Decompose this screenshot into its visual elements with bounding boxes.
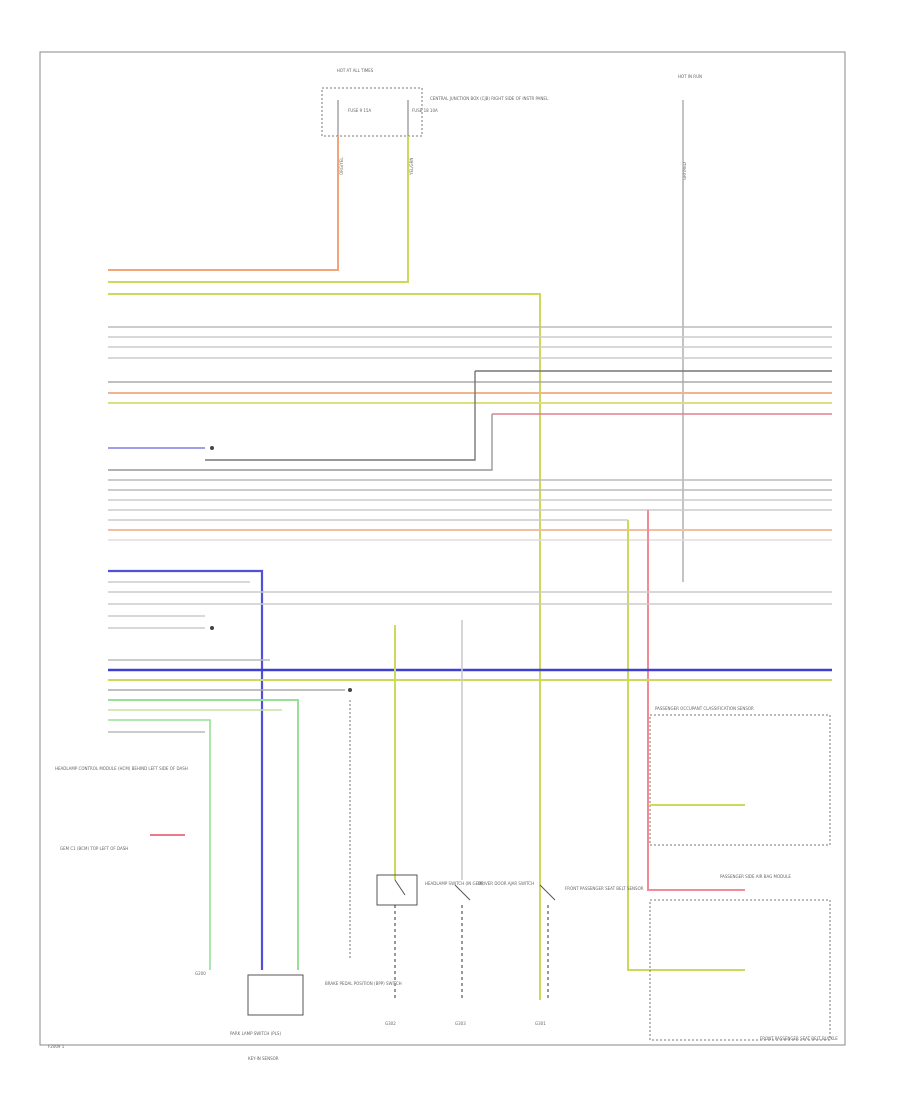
driver-door-sw-label: DRIVER DOOR AJAR SWITCH [478, 881, 534, 886]
hot-in-run-label: HOT IN RUN [678, 74, 702, 79]
side-module-label: PASSENGER SIDE AIR BAG MODULE [720, 874, 791, 879]
ground-b-label: G303 [455, 1021, 466, 1026]
gem-connector-label: GEM C1 (BCM) TOP LEFT OF DASH [60, 846, 128, 851]
connector-block-c [108, 569, 832, 970]
fuse-b-wire-label: YEL/GRN [409, 158, 414, 176]
ground-a-label: G302 [385, 1021, 396, 1026]
bottom-right-label: FRONT PASSENGER SEAT BELT BUCKLE [760, 1036, 838, 1041]
connector-block-b [108, 446, 832, 971]
connector-block-a [108, 326, 832, 471]
diagram-frame [39, 51, 846, 1046]
front-lamp-sensor-label: FRONT PASSENGER SEAT BELT SENSOR [565, 886, 644, 891]
hot-in-run-wire-label: GRY/RED [682, 162, 687, 180]
brake-sw-label: BRAKE PEDAL POSITION (BPP) SWITCH [325, 981, 402, 986]
connector-block-d [108, 659, 832, 970]
ground-d-label: G200 [195, 971, 206, 976]
key-in-sensor-label: KEY-IN SENSOR [248, 1056, 279, 1061]
page-id: F2009 1 [48, 1044, 65, 1049]
headlamp-sw-label: HEADLAMP SWITCH (IN GEM) [425, 881, 484, 886]
switch-symbols [247, 874, 556, 1016]
fuse-a-wire-label: ORG/YEL [339, 157, 344, 175]
fuse-b-label: FUSE 18 10A [412, 108, 438, 113]
centre-wires [349, 620, 463, 960]
fuse-a-label: FUSE 9 15A [348, 108, 371, 113]
hcm-label: HEADLAMP CONTROL MODULE (HCM) BEHIND LEF… [55, 766, 188, 771]
passenger-occupancy-label: PASSENGER OCCUPANT CLASSIFICATION SENSOR [655, 706, 754, 711]
fuse-block-header: HOT AT ALL TIMES [337, 68, 374, 73]
wire-group [108, 100, 684, 1000]
park-lamp-sw-label: PARK LAMP SWITCH (PLS) [230, 1031, 281, 1036]
ground-c-label: G301 [535, 1021, 546, 1026]
right-modules [649, 714, 831, 1041]
fuse-box-label: CENTRAL JUNCTION BOX (CJB) RIGHT SIDE OF… [430, 96, 549, 101]
fuse-block-top: HOT AT ALL TIMES FUSE 9 15A FUSE 18 10A … [321, 68, 549, 176]
